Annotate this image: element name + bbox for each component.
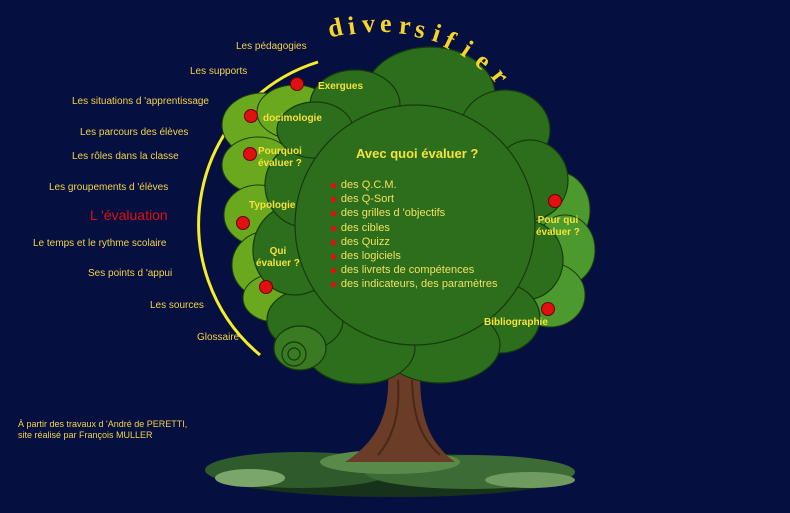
link-exergues[interactable]: Exergues — [318, 81, 364, 92]
title-letter: i — [346, 11, 357, 41]
bullet-icon: ◆ — [330, 251, 337, 262]
link-pour-qui-evaluer[interactable]: Pour qui évaluer ? — [536, 215, 580, 239]
bullet-icon: ◆ — [330, 208, 337, 219]
tool-label: des Q-Sort — [340, 193, 395, 206]
pourqui-line1: Pour qui — [537, 215, 579, 226]
tool-label: des cibles — [340, 221, 390, 234]
tool-item[interactable]: ◆des indicateurs, des paramètres — [330, 277, 497, 291]
scroll-swirl — [273, 325, 327, 371]
tree-trunk — [345, 372, 455, 462]
marker-bibliographie — [541, 302, 555, 316]
marker-exergues — [290, 77, 304, 91]
yellow-arc — [197, 60, 319, 357]
tool-label: des livrets de compétences — [340, 264, 475, 277]
qui-line1: Qui — [269, 246, 287, 257]
bullet-icon: ◆ — [330, 194, 337, 205]
menu-roles[interactable]: Les rôles dans la classe — [72, 151, 179, 162]
bullet-icon: ◆ — [330, 265, 337, 276]
menu-temps[interactable]: Le temps et le rythme scolaire — [33, 238, 167, 249]
title-letter: v — [361, 9, 376, 39]
tool-label: des Quizz — [340, 235, 390, 248]
pourquoi-line2: évaluer ? — [258, 158, 302, 169]
tool-item[interactable]: ◆des cibles — [330, 221, 497, 235]
red-markers — [236, 77, 562, 316]
pourqui-line2: évaluer ? — [536, 227, 580, 238]
menu-sources[interactable]: Les sources — [150, 300, 204, 311]
tool-label: des indicateurs, des paramètres — [340, 278, 498, 291]
marker-pourqui — [548, 194, 562, 208]
bullet-icon: ◆ — [330, 236, 337, 247]
marker-docimologie — [244, 109, 258, 123]
credits-line1: À partir des travaux d 'André de PERETTI… — [18, 419, 188, 429]
link-bibliographie[interactable]: Bibliographie — [484, 317, 548, 328]
marker-pourquoi — [243, 147, 257, 161]
credits: À partir des travaux d 'André de PERETTI… — [18, 419, 187, 441]
qui-line2: évaluer ? — [256, 258, 300, 269]
tool-item[interactable]: ◆des grilles d 'objectifs — [330, 206, 497, 220]
tool-item[interactable]: ◆des Q-Sort — [330, 192, 497, 206]
title-letter: s — [412, 14, 428, 44]
grass-patch — [205, 450, 575, 497]
menu-situations[interactable]: Les situations d 'apprentissage — [72, 96, 209, 107]
main-canopy — [252, 46, 569, 385]
link-pourquoi-evaluer[interactable]: Pourquoi évaluer ? — [258, 146, 302, 170]
link-typologie[interactable]: Typologie — [249, 200, 296, 211]
tool-item[interactable]: ◆des Quizz — [330, 235, 497, 249]
title-letter: d — [325, 12, 346, 43]
pourquoi-line1: Pourquoi — [258, 146, 302, 157]
tool-item[interactable]: ◆des livrets de compétences — [330, 263, 497, 277]
menu-evaluation[interactable]: L 'évaluation — [90, 207, 168, 223]
tool-item[interactable]: ◆des logiciels — [330, 249, 497, 263]
title-letter: r — [398, 10, 413, 40]
marker-qui — [259, 280, 273, 294]
menu-pedagogies[interactable]: Les pédagogies — [236, 41, 307, 52]
link-docimologie[interactable]: docimologie — [263, 113, 322, 124]
title-letter: r — [485, 62, 515, 89]
tools-list: ◆des Q.C.M. ◆des Q-Sort ◆des grilles d '… — [330, 178, 497, 292]
tool-label: des logiciels — [340, 250, 401, 263]
menu-groupements[interactable]: Les groupements d 'élèves — [49, 182, 169, 193]
credits-line2: site réalisé par François MULLER — [18, 430, 153, 440]
menu-parcours[interactable]: Les parcours des élèves — [80, 127, 189, 138]
link-qui-evaluer[interactable]: Qui évaluer ? — [256, 246, 300, 270]
menu-supports[interactable]: Les supports — [190, 66, 248, 77]
bullet-icon: ◆ — [330, 222, 337, 233]
bullet-icon: ◆ — [330, 180, 337, 190]
menu-points-appui[interactable]: Ses points d 'appui — [88, 268, 173, 279]
page-title: Avec quoi évaluer ? — [356, 146, 479, 161]
title-letter: e — [380, 9, 392, 38]
menu-glossaire[interactable]: Glossaire — [197, 332, 240, 343]
tool-item[interactable]: ◆des Q.C.M. — [330, 178, 497, 192]
marker-typologie — [236, 216, 250, 230]
tool-label: des grilles d 'objectifs — [340, 207, 446, 220]
tool-label: des Q.C.M. — [340, 179, 397, 191]
bullet-icon: ◆ — [330, 279, 337, 290]
